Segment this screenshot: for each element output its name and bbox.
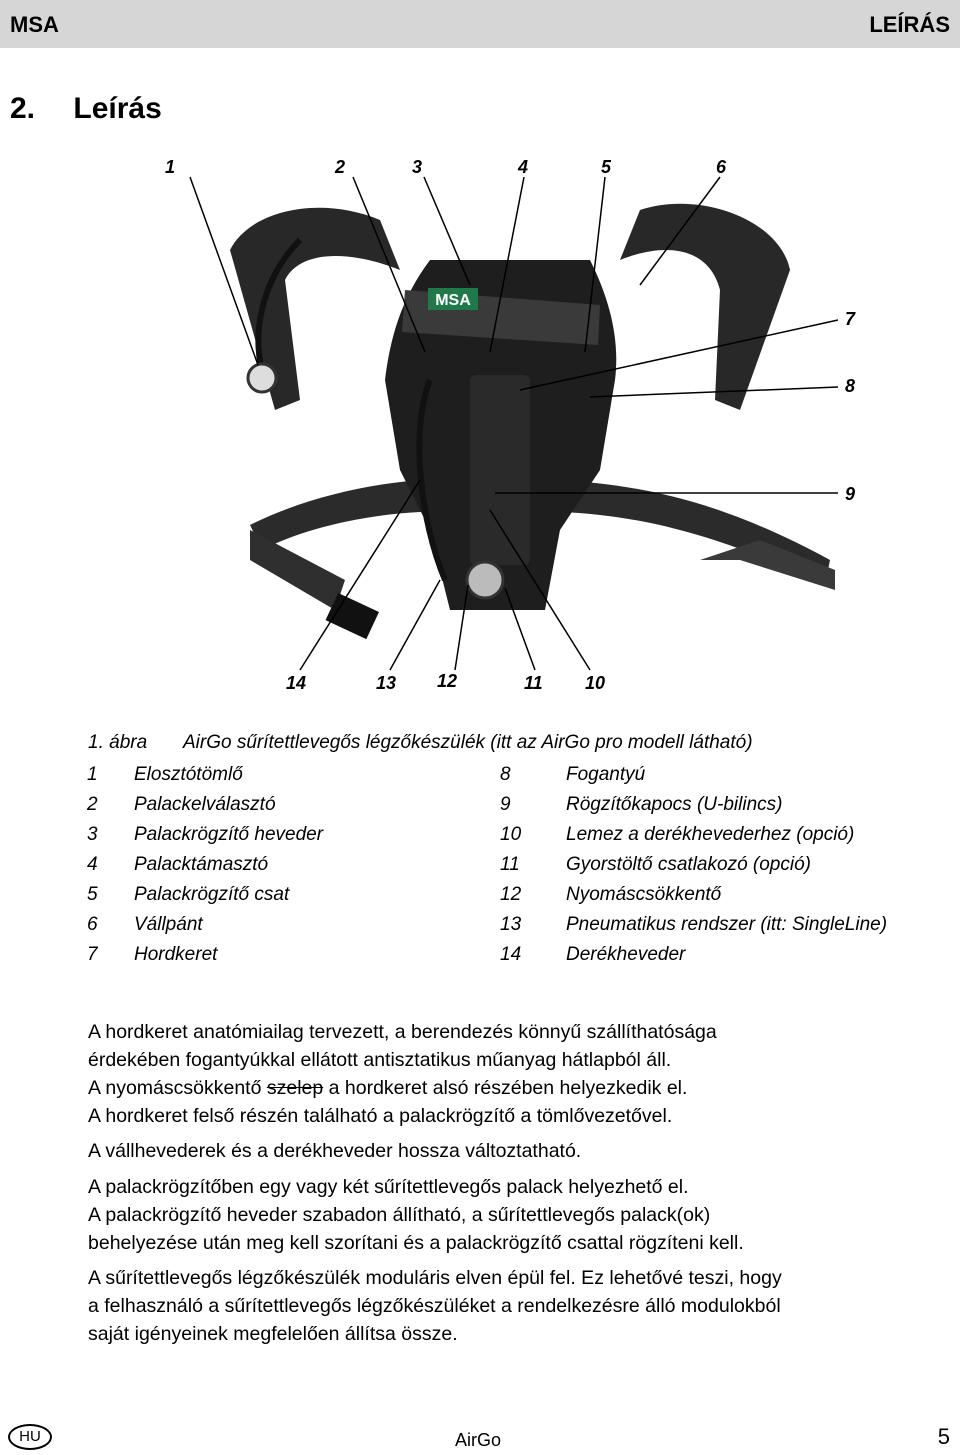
msa-logo-text: MSA [435, 292, 471, 309]
callout-2: 2 [335, 157, 346, 177]
figure-caption-text: AirGo sűrítettlevegős légzőkészülék (itt… [183, 732, 753, 753]
callout-14: 14 [286, 673, 307, 693]
figure-breathing-apparatus: MSA 1 2 3 4 5 6 7 8 9 14 13 12 11 [0, 140, 960, 710]
msa-logo-badge [428, 288, 478, 310]
figure-caption-number: 1. ábra [88, 732, 148, 753]
paragraph-frame-description: A hordkeret anatómiailag tervezett, a be… [88, 1021, 717, 1127]
section-number: 2. [10, 92, 36, 125]
callout-7: 7 [845, 309, 856, 329]
frame-spine-shape [470, 375, 530, 565]
callout-12: 12 [437, 671, 458, 691]
page-number: 5 [937, 1424, 950, 1449]
header-bar: MSA LEÍRÁS [0, 0, 960, 48]
callout-11: 11 [524, 673, 543, 693]
callout-3: 3 [412, 157, 423, 177]
pneumatic-line-shape [416, 378, 448, 582]
callout-9: 9 [845, 484, 856, 504]
paragraph-strap-adjust: A vállhevederek és a derékheveder hossza… [88, 1140, 582, 1162]
belt-buckle-shape [325, 592, 379, 640]
waist-belt-right-strap [700, 540, 835, 590]
header-brand: MSA [10, 12, 59, 37]
callout-13: 13 [376, 673, 397, 693]
section-heading: Leírás [73, 92, 162, 125]
apparatus-illustration: MSA [189, 176, 839, 671]
callout-6: 6 [716, 157, 727, 177]
leader-lines [189, 176, 839, 671]
callout-10: 10 [585, 673, 606, 693]
footer-product: AirGo [455, 1430, 502, 1450]
section-title: 2. Leírás [10, 92, 162, 126]
pressure-gauge-shape [246, 362, 278, 394]
struck-word: szelep [266, 1077, 324, 1099]
waist-belt-left-end [250, 530, 345, 610]
paragraph-modular: A sűrítettlevegős légzőkészülék modulári… [88, 1267, 782, 1345]
waist-belt-shape [250, 480, 830, 585]
callout-1: 1 [165, 157, 176, 177]
callout-5: 5 [601, 157, 612, 177]
callout-4: 4 [518, 157, 529, 177]
language-badge: HU [8, 1424, 52, 1450]
header-section: LEÍRÁS [869, 12, 950, 37]
right-shoulder-strap-shape [620, 203, 790, 410]
callout-8: 8 [845, 376, 856, 396]
pressure-reducer-shape [465, 560, 505, 600]
left-shoulder-strap-shape [230, 207, 400, 410]
paragraph-cylinder-holder: A palackrögzítőben egy vagy két sűrített… [88, 1176, 744, 1254]
